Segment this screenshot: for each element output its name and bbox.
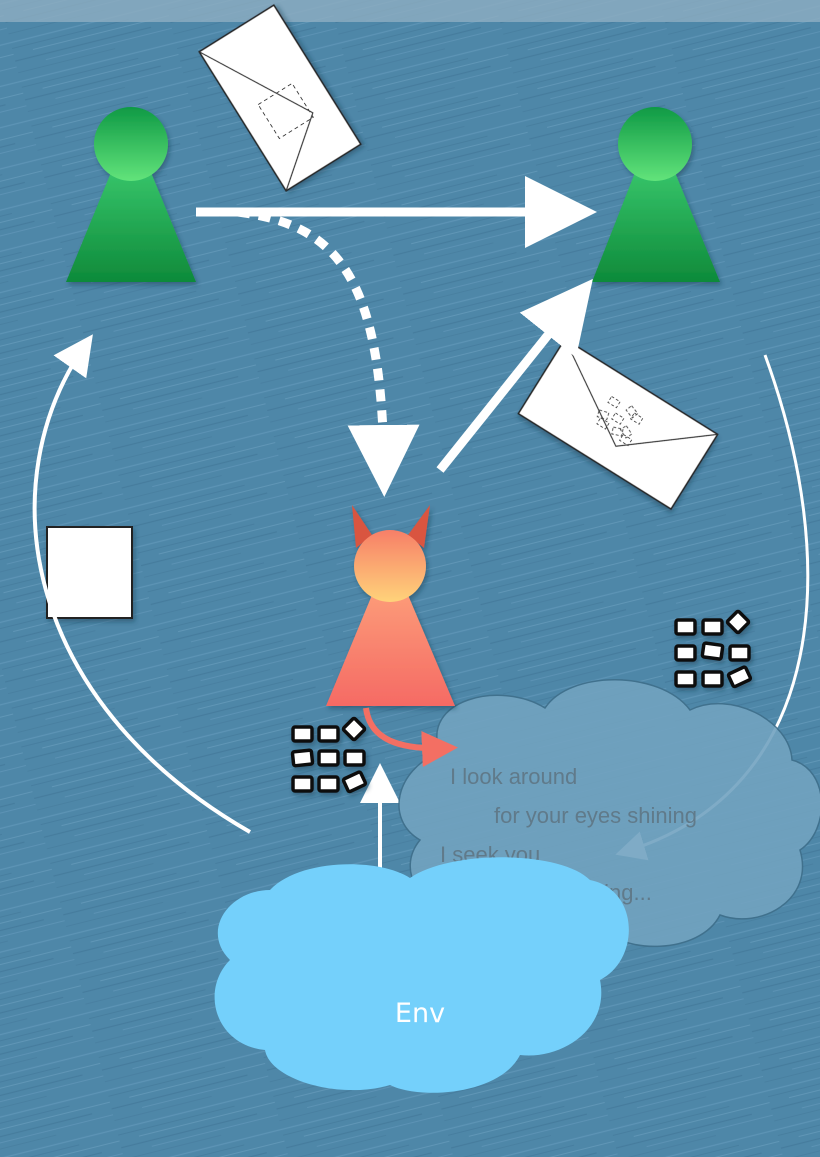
top-edge xyxy=(0,0,820,22)
arrow-env-to-sender xyxy=(32,334,251,834)
thought-line-1: I look around xyxy=(450,764,577,789)
adversary-pawn xyxy=(326,505,455,706)
env-label: Env xyxy=(395,998,445,1029)
arrow-adversary-to-receiver xyxy=(436,278,593,473)
receiver-pawn xyxy=(592,107,720,282)
key-grid-right xyxy=(674,609,753,689)
thought-line-2: for your eyes shining xyxy=(494,803,697,828)
arrow-intercept-dashed xyxy=(237,207,420,497)
plain-message-square xyxy=(46,526,133,619)
envelope-scrambled xyxy=(517,337,719,511)
sender-pawn xyxy=(66,107,196,282)
key-grid-adversary xyxy=(290,716,368,794)
adversary-curl-arrow xyxy=(363,707,458,768)
envelope-sealed xyxy=(198,4,362,192)
env-cloud xyxy=(214,857,629,1093)
